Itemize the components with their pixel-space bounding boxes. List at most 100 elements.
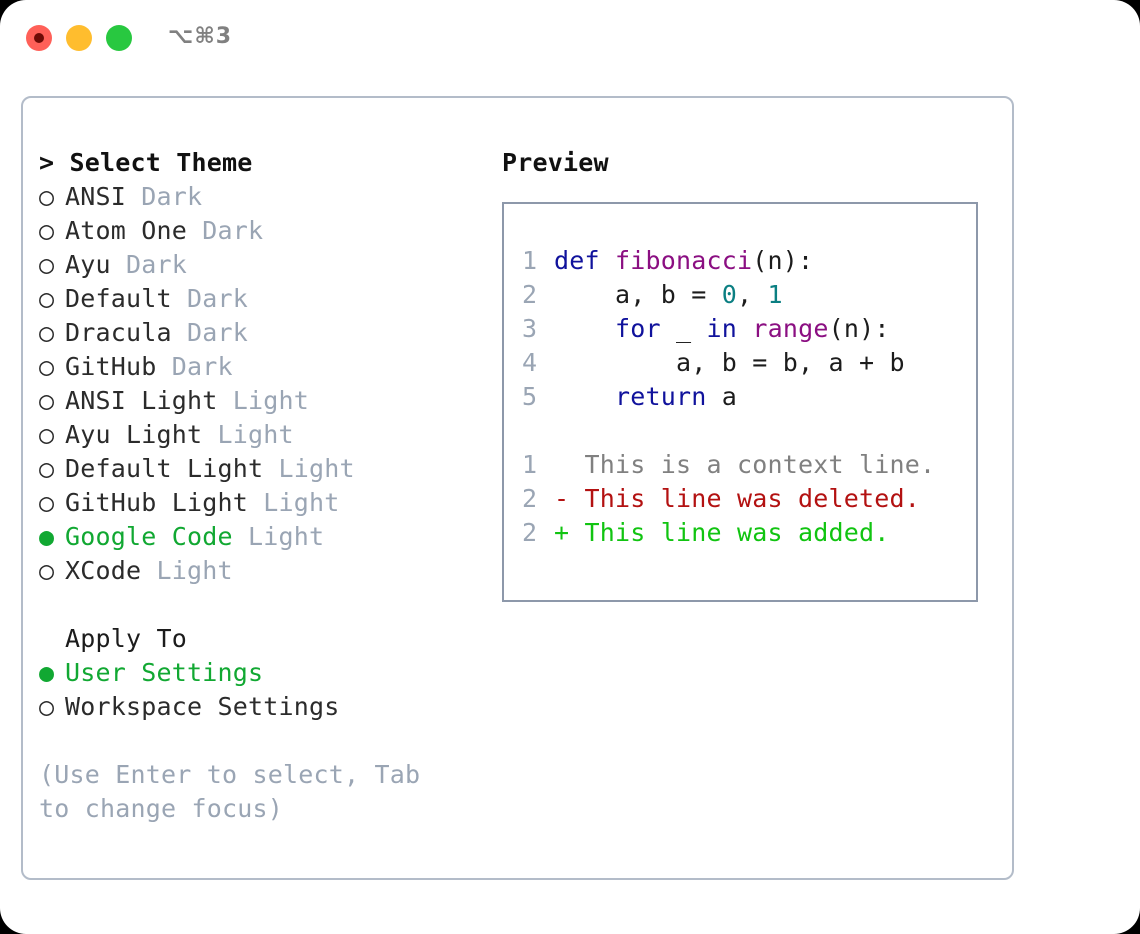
theme-name: GitHub Light	[65, 488, 249, 517]
theme-list-item[interactable]: ○XCode Light	[39, 554, 489, 588]
code-token: a, b = b, a + b	[554, 348, 905, 377]
code-token: a, b =	[554, 280, 722, 309]
code-line-number: 5	[522, 382, 538, 411]
apply-to-list[interactable]: ● User Settings ○Workspace Settings	[39, 656, 489, 724]
theme-list-item[interactable]: ○ Default Light Light	[39, 452, 489, 486]
theme-variant-badge: Light	[232, 522, 325, 551]
radio-unselected-icon: ○	[39, 182, 55, 211]
theme-list-item[interactable]: ○ ANSI Dark	[39, 180, 489, 214]
apply-to-option[interactable]: ● User Settings	[39, 656, 489, 690]
theme-variant-badge: Dark	[156, 352, 233, 381]
diff-line-text: - This line was deleted.	[554, 484, 921, 513]
code-token: 0	[721, 280, 738, 309]
preview-spacer	[522, 414, 976, 448]
radio-unselected-icon: ○	[39, 454, 55, 483]
code-token: 1	[767, 280, 783, 309]
theme-name: ANSI	[65, 182, 127, 211]
code-line-number: 4	[522, 348, 538, 377]
diff-sample: 1 This is a context line. 2 - This line wa…	[522, 448, 976, 550]
code-line: 4 a, b = b, a + b	[522, 346, 976, 380]
apply-to-label: User Settings	[65, 658, 264, 687]
theme-name: Dracula	[65, 318, 172, 347]
theme-name: Default	[65, 284, 172, 313]
theme-list-item[interactable]: ○Ayu Light Light	[39, 418, 489, 452]
diff-line-text: This is a context line.	[554, 450, 936, 479]
diff-line: 2 - This line was deleted.	[522, 482, 976, 516]
radio-unselected-icon: ○	[39, 352, 55, 381]
theme-name: Google Code	[65, 522, 233, 551]
theme-list-item[interactable]: ○Dracula Dark	[39, 316, 489, 350]
theme-variant-badge: Dark	[110, 250, 188, 279]
traffic-light-group	[26, 25, 132, 51]
diff-line-number: 2	[522, 518, 538, 547]
theme-name: Ayu	[65, 250, 111, 279]
code-token: (n):	[828, 314, 890, 343]
code-line: 1 def fibonacci(n):	[522, 244, 976, 278]
maximize-window-icon[interactable]	[106, 25, 132, 51]
radio-selected-icon: ●	[39, 658, 55, 687]
select-theme-header: > Select Theme	[39, 148, 253, 177]
close-window-icon[interactable]	[26, 25, 52, 51]
theme-list-item[interactable]: ○GitHub Light Light	[39, 486, 489, 520]
theme-variant-badge: Dark	[126, 182, 203, 211]
radio-selected-icon: ●	[39, 522, 55, 551]
code-token: in	[706, 314, 738, 343]
radio-unselected-icon: ○	[39, 216, 55, 245]
theme-list-column: > Select Theme ○ANSI Dark○Atom One Dark○…	[39, 146, 489, 826]
code-token: (n):	[752, 246, 814, 275]
theme-name: Default Light	[65, 454, 264, 483]
apply-to-header: Apply To	[65, 624, 188, 653]
code-token: _	[660, 314, 707, 343]
theme-variant-badge: Dark	[171, 284, 249, 313]
code-token: for	[615, 314, 661, 343]
apply-to-section: Apply To ● User Settings ○Workspace Settin…	[39, 622, 489, 724]
apply-to-option[interactable]: ○Workspace Settings	[39, 690, 489, 724]
code-line-number: 3	[522, 314, 538, 343]
code-line-number: 2	[522, 280, 538, 309]
code-line-number: 1	[522, 246, 538, 275]
theme-list-item[interactable]: ○ Default Dark	[39, 282, 489, 316]
code-token	[554, 382, 615, 411]
radio-unselected-icon: ○	[39, 284, 55, 313]
theme-list-item[interactable]: ○GitHub Dark	[39, 350, 489, 384]
theme-variant-badge: Dark	[171, 318, 249, 347]
radio-unselected-icon: ○	[39, 386, 55, 415]
diff-line: 2 + This line was added.	[522, 516, 976, 550]
theme-variant-badge: Dark	[187, 216, 264, 245]
code-line: 5 return a	[522, 380, 976, 414]
code-token: fibonacci	[615, 246, 753, 275]
theme-name: Ayu Light	[65, 420, 203, 449]
code-token	[554, 314, 615, 343]
keyboard-hint-text: (Use Enter to select, Tab to change focu…	[39, 760, 421, 823]
radio-unselected-icon: ○	[39, 250, 55, 279]
code-token: a	[706, 382, 738, 411]
minimize-window-icon[interactable]	[66, 25, 92, 51]
theme-list[interactable]: ○ ANSI Dark ○ Atom One Dark ○ Ayu Dark ○ Defaul…	[39, 180, 489, 588]
theme-selector-panel: > Select Theme ○ANSI Dark○Atom One Dark○…	[21, 96, 1014, 880]
theme-list-item[interactable]: ○ ANSI Light Light	[39, 384, 489, 418]
theme-list-item[interactable]: ● Google Code Light	[39, 520, 489, 554]
diff-line-number: 1	[522, 450, 538, 479]
code-token	[737, 314, 752, 343]
keyboard-shortcut-label: ⌥⌘3	[168, 24, 233, 49]
theme-name: XCode	[65, 556, 142, 585]
preview-title: Preview	[502, 148, 609, 177]
diff-line-number: 2	[522, 484, 538, 513]
code-token: def	[554, 246, 616, 275]
code-token: return	[615, 382, 707, 411]
theme-variant-badge: Light	[263, 454, 355, 483]
title-bar: ⌥⌘3	[0, 0, 1140, 76]
theme-name: Atom One	[65, 216, 188, 245]
theme-list-item[interactable]: ○ Atom One Dark	[39, 214, 489, 248]
code-line: 3 for _ in range(n):	[522, 312, 976, 346]
theme-list-item[interactable]: ○ Ayu Dark	[39, 248, 489, 282]
diff-line-text: + This line was added.	[554, 518, 890, 547]
theme-variant-badge: Light	[217, 386, 310, 415]
theme-name: ANSI Light	[65, 386, 218, 415]
radio-unselected-icon: ○	[39, 556, 55, 585]
theme-variant-badge: Light	[202, 420, 294, 449]
